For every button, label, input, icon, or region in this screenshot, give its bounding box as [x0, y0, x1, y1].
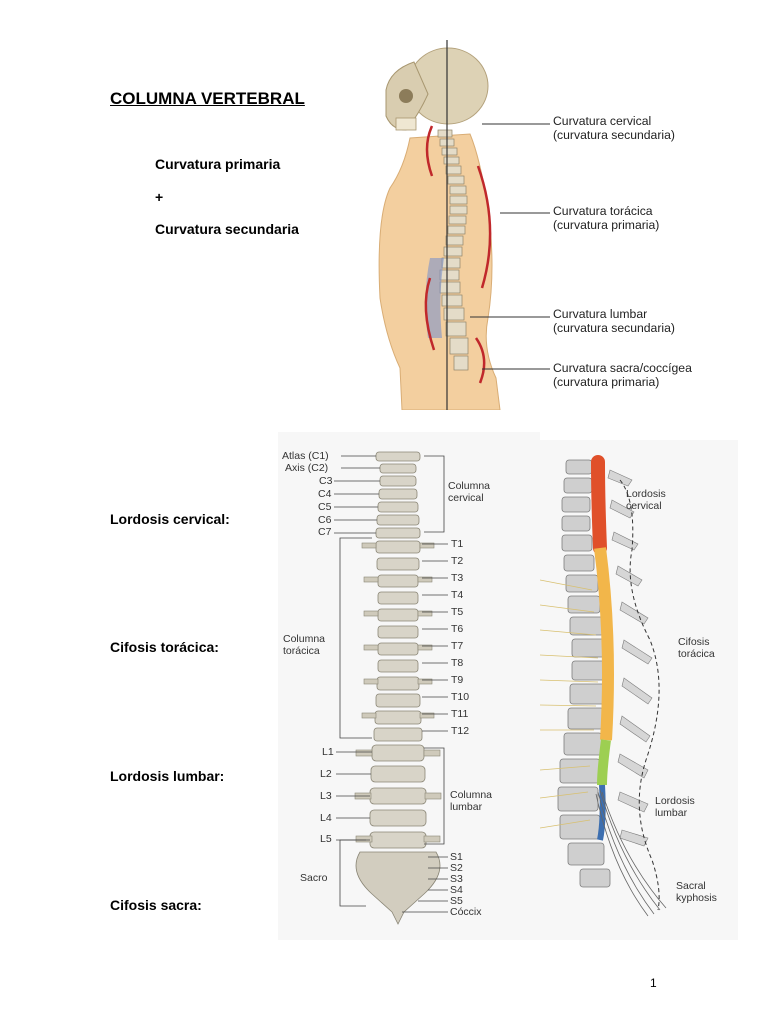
vertebra-label-s2: S2	[450, 862, 463, 874]
vertebra-label-t1: T1	[451, 538, 464, 550]
group-label-sacrum: Sacro	[300, 872, 328, 884]
group-label-cervical: Columna cervical	[448, 480, 491, 504]
vertebra-label-t10: T10	[451, 691, 470, 703]
sacral-curvature-label: Curvatura sacra/coccígea (curvatura prim…	[553, 361, 692, 389]
leader-lines-extension	[510, 123, 550, 370]
thoracic-kyphosis-heading: Cifosis torácica:	[110, 639, 219, 655]
primary-curvature-text: Curvatura primaria	[155, 156, 281, 172]
front-view-spine	[278, 432, 540, 940]
vertebra-label-l1: L1	[322, 746, 334, 758]
vertebra-label-s3: S3	[450, 873, 463, 885]
vertebra-label-l3: L3	[320, 790, 332, 802]
vertebra-label-c4: C4	[318, 488, 332, 500]
vertebra-label-t11: T11	[451, 708, 469, 720]
vertebra-label-t5: T5	[451, 606, 464, 618]
secondary-curvature-text: Curvatura secundaria	[155, 221, 299, 237]
vertebra-label-s4: S4	[450, 884, 463, 896]
vertebra-label-c3: C3	[319, 475, 333, 487]
thoracic-curvature-label: Curvatura torácica (curvatura primaria)	[553, 204, 660, 232]
vertebra-label-l4: L4	[320, 812, 332, 824]
lumbar-lordosis-heading: Lordosis lumbar:	[110, 768, 225, 784]
body-profile-illustration	[370, 38, 510, 410]
side-label-thoracic-kyphosis: Cifosis torácica	[678, 636, 715, 660]
page-number: 1	[650, 976, 657, 990]
vertebra-label-t4: T4	[451, 589, 464, 601]
group-label-lumbar: Columna lumbar	[450, 789, 493, 813]
vertebra-label-s5: S5	[450, 895, 463, 907]
sacral-kyphosis-heading: Cifosis sacra:	[110, 897, 202, 913]
cervical-lordosis-heading: Lordosis cervical:	[110, 511, 230, 527]
vertebra-label-c6: C6	[318, 514, 332, 526]
vertebra-label-t12: T12	[451, 725, 470, 737]
vertebra-label-c1: Atlas (C1)	[282, 450, 329, 462]
side-view-spine	[540, 440, 738, 940]
vertebra-label-coccyx: Cóccix	[450, 906, 482, 918]
vertebra-label-c5: C5	[318, 501, 332, 513]
vertebra-label-l5: L5	[320, 833, 332, 845]
side-label-cervical-lordosis: Lordosis cervical	[626, 488, 666, 512]
side-label-sacral-kyphosis: Sacral kyphosis	[676, 880, 717, 904]
vertebra-label-s1: S1	[450, 851, 463, 863]
cervical-curvature-label: Curvatura cervical (curvatura secundaria…	[553, 114, 675, 142]
vertebra-label-t8: T8	[451, 657, 464, 669]
vertebra-label-c2: Axis (C2)	[285, 462, 329, 474]
vertebra-label-t7: T7	[451, 640, 464, 652]
page-title: COLUMNA VERTEBRAL	[110, 89, 305, 108]
vertebra-label-t6: T6	[451, 623, 464, 635]
vertebra-label-t3: T3	[451, 572, 464, 584]
vertebra-label-t2: T2	[451, 555, 464, 567]
vertebra-label-c7: C7	[318, 526, 332, 538]
plus-sign: +	[155, 189, 164, 205]
vertebra-label-l2: L2	[320, 768, 332, 780]
side-label-lumbar-lordosis: Lordosis lumbar	[655, 795, 695, 819]
lumbar-curvature-label: Curvatura lumbar (curvatura secundaria)	[553, 307, 675, 335]
vertebra-label-t9: T9	[451, 674, 464, 686]
group-label-thoracic: Columna torácica	[283, 633, 326, 657]
